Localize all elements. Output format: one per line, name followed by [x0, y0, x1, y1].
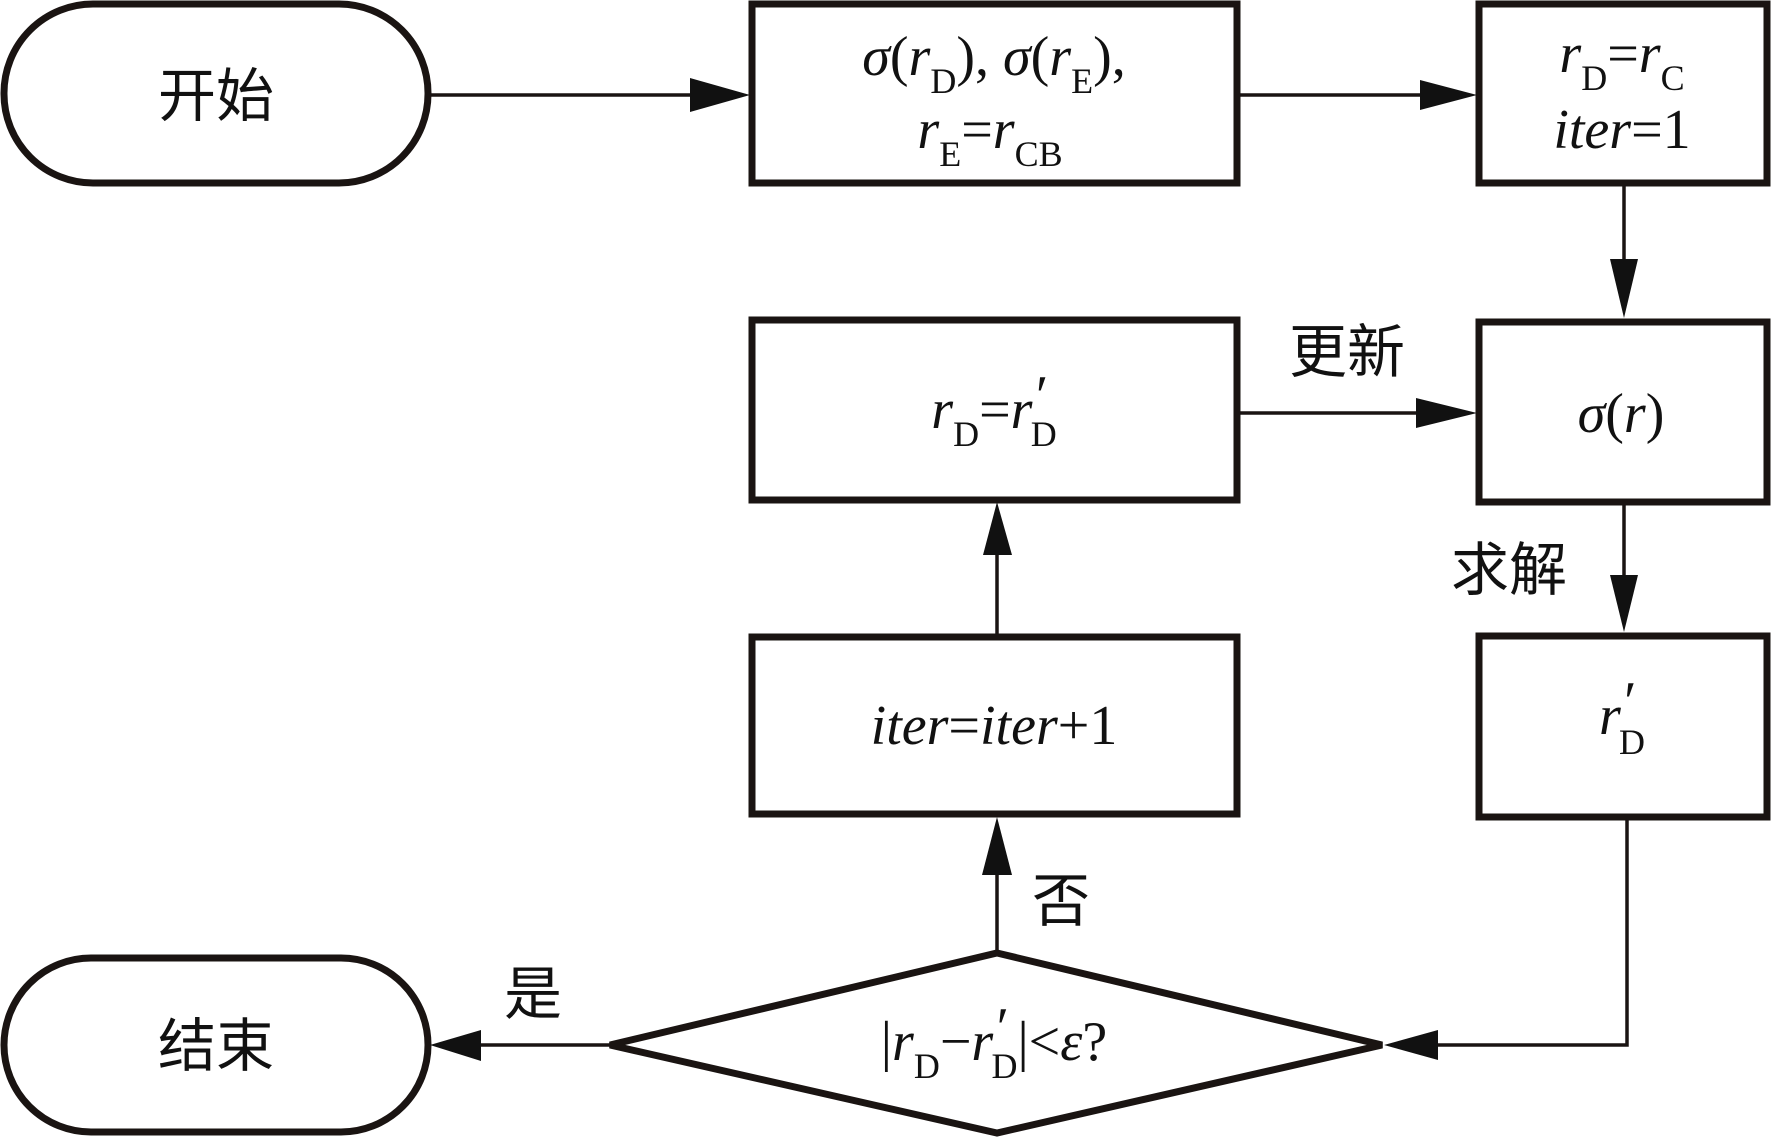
- end-label: 结束: [158, 1012, 274, 1080]
- arrowhead-up-icon: [983, 502, 1012, 555]
- node-set: rD=rC iter=1: [1475, 0, 1771, 187]
- node-decision: |rD−r′D|<ε?: [609, 949, 1383, 1137]
- arrowhead-right-icon: [1420, 80, 1477, 110]
- set-box: [1475, 0, 1771, 187]
- update-box: [748, 316, 1241, 504]
- node-end: 结束: [0, 954, 432, 1136]
- arrowhead-left-icon: [430, 1030, 481, 1061]
- init-formula-line2: rE=rCB: [917, 99, 1062, 174]
- node-start: 开始: [0, 0, 432, 187]
- node-init: σ(rD), σ(rE), rE=rCB: [748, 0, 1241, 187]
- node-solve-result: r′D: [1475, 632, 1771, 821]
- node-increment: iter=iter+1: [748, 633, 1241, 818]
- solve-result-box: [1475, 632, 1771, 821]
- init-box: [748, 0, 1241, 187]
- edge-label-yes: 是: [504, 960, 562, 1028]
- increment-formula: iter=iter+1: [871, 695, 1118, 757]
- sigma-box: [1475, 318, 1771, 506]
- edge-label-solve: 求解: [1451, 536, 1567, 604]
- arrowhead-up-icon: [982, 817, 1012, 875]
- start-terminal-shape: [0, 0, 432, 187]
- arrowhead-left-icon: [1384, 1030, 1438, 1060]
- edge-result-to-decision: [1435, 818, 1629, 1047]
- connectors: [430, 78, 1638, 1061]
- end-terminal-shape: [0, 954, 432, 1136]
- edge-label-update: 更新: [1289, 318, 1405, 386]
- edge-label-no: 否: [1032, 867, 1090, 935]
- update-formula: rD=r′D: [931, 365, 1056, 454]
- node-sigma: σ(r): [1475, 318, 1771, 506]
- start-label: 开始: [158, 62, 274, 130]
- arrowhead-down-icon: [1610, 259, 1638, 318]
- arrowhead-right-icon: [1416, 398, 1477, 428]
- node-update: rD=r′D: [748, 316, 1241, 504]
- increment-box: [748, 633, 1241, 818]
- init-formula-line1: σ(rD), σ(rE),: [862, 26, 1125, 101]
- sigma-formula: σ(r): [1578, 383, 1665, 445]
- decision-condition: |rD−r′D|<ε?: [881, 997, 1107, 1086]
- solve-result-formula: r′D: [1599, 671, 1645, 762]
- set-formula-line2: iter=1: [1553, 99, 1690, 161]
- arrowhead-down-icon: [1610, 575, 1638, 632]
- set-formula-line1: rD=rC: [1559, 23, 1684, 98]
- arrowhead-right-icon: [690, 78, 750, 112]
- decision-diamond: [609, 949, 1383, 1137]
